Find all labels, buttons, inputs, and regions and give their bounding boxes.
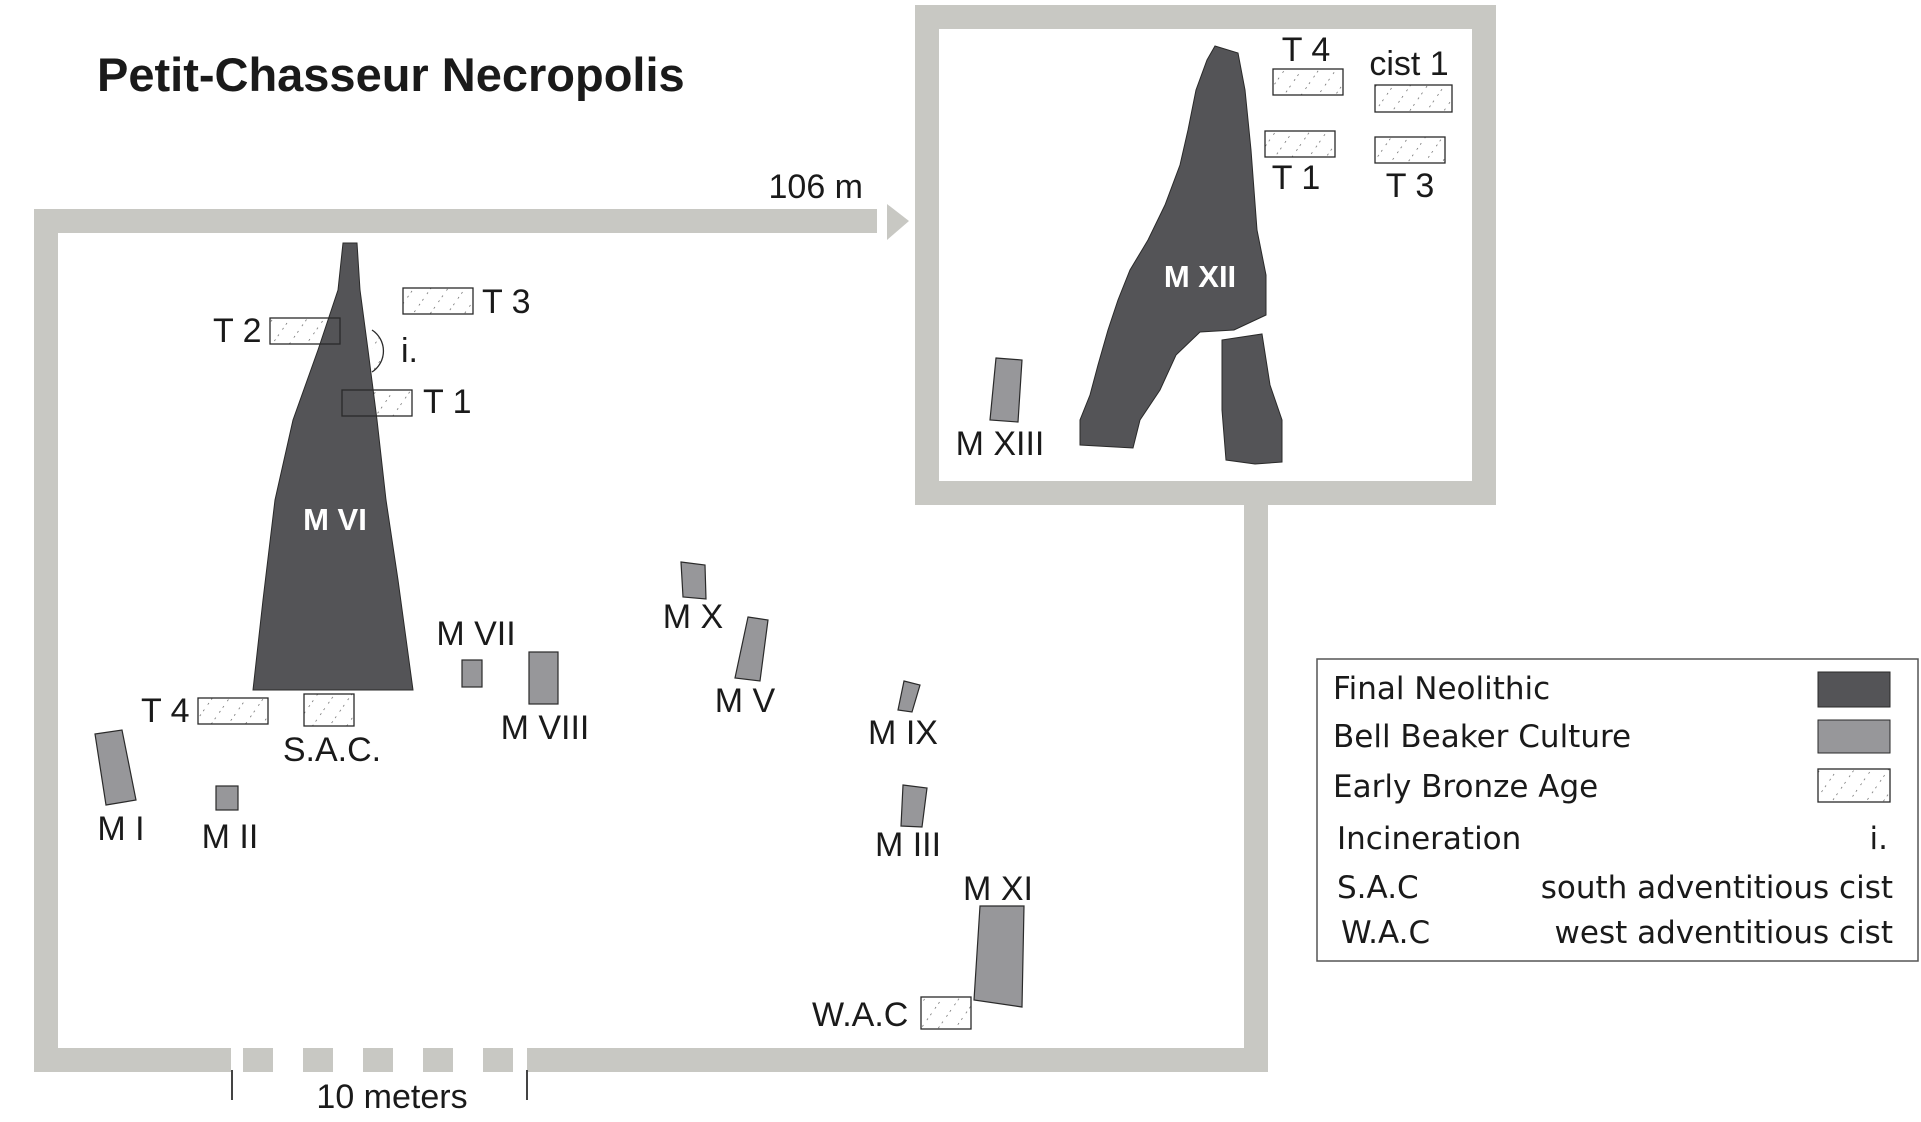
- label-m2: M II: [202, 818, 259, 856]
- legend-swatch-final-neolithic: [1817, 671, 1891, 708]
- inset-label-cist1: cist 1: [1369, 45, 1448, 83]
- label-m3: M III: [875, 826, 941, 864]
- legend-swatch-bell-beaker: [1817, 719, 1891, 754]
- main-site-frame: 10 meters: [34, 209, 1268, 1116]
- label-m13: M XIII: [956, 425, 1045, 463]
- legend-label-early-bronze-age: Early Bronze Age: [1333, 769, 1598, 805]
- label-sac: S.A.C.: [283, 731, 381, 769]
- incineration-area: [371, 329, 385, 373]
- legend-key-sac: south adventitious cist: [1541, 870, 1893, 906]
- cist-wac: [920, 996, 972, 1030]
- inset-cist-t4: [1272, 68, 1344, 96]
- monument-m10: [680, 561, 707, 600]
- monument-m5: [734, 616, 769, 682]
- monument-m6: [252, 242, 414, 691]
- inset-cist-t3: [1374, 136, 1446, 164]
- legend-key-wac: west adventitious cist: [1555, 915, 1893, 951]
- legend-label-incineration: Incineration: [1337, 821, 1521, 857]
- inset-cist-1: [1374, 84, 1453, 113]
- label-m8: M VIII: [501, 709, 590, 747]
- legend-label-bell-beaker: Bell Beaker Culture: [1333, 719, 1631, 755]
- cist-sac: [303, 693, 355, 727]
- monument-m11: [973, 905, 1025, 1008]
- monument-m2: [215, 785, 239, 811]
- label-m7: M VII: [436, 615, 515, 653]
- distance-label: 106 m: [769, 168, 864, 206]
- map-title: Petit-Chasseur Necropolis: [97, 48, 685, 101]
- label-m6: M VI: [303, 502, 367, 537]
- legend-key-incineration: i.: [1870, 821, 1888, 857]
- cist-t4: [197, 697, 269, 725]
- label-m9: M IX: [868, 714, 938, 752]
- scale-label: 10 meters: [316, 1078, 467, 1116]
- monument-m13: [989, 357, 1023, 423]
- distance-arrow-icon: [887, 204, 909, 240]
- label-incineration: i.: [401, 332, 418, 370]
- label-t2: T 2: [213, 312, 262, 350]
- label-t4: T 4: [141, 692, 190, 730]
- label-m10: M X: [663, 598, 723, 636]
- legend-label-sac: S.A.C: [1337, 870, 1419, 906]
- cist-t3: [402, 287, 474, 315]
- legend-box: [1316, 658, 1919, 962]
- inset-label-t3: T 3: [1386, 167, 1435, 205]
- monument-m9: [897, 680, 921, 713]
- monument-m7: [461, 659, 483, 688]
- monument-m1: [94, 729, 137, 806]
- inset-cist-t1: [1264, 130, 1336, 158]
- inset-label-t4: T 4: [1282, 31, 1331, 69]
- inset-label-t1: T 1: [1272, 159, 1321, 197]
- legend: Final Neolithic Bell Beaker Culture Earl…: [1316, 658, 1919, 962]
- monument-m12-second-chamber: [1221, 333, 1283, 465]
- legend-label-final-neolithic: Final Neolithic: [1333, 671, 1550, 707]
- legend-label-wac: W.A.C: [1341, 915, 1430, 951]
- legend-swatch-early-bronze-age: [1817, 768, 1891, 803]
- monument-m8: [528, 651, 559, 705]
- label-m5: M V: [715, 682, 776, 720]
- label-wac: W.A.C: [812, 996, 908, 1034]
- label-m12: M XII: [1164, 259, 1236, 294]
- monument-m12: [1079, 45, 1267, 449]
- label-t3: T 3: [482, 283, 531, 321]
- scale-bar: [231, 1048, 528, 1100]
- cist-t1: [341, 389, 413, 417]
- label-t1: T 1: [423, 383, 472, 421]
- label-m1: M I: [97, 810, 144, 848]
- label-m11: M XI: [963, 870, 1033, 908]
- monument-m3: [900, 784, 928, 828]
- cist-t2: [269, 317, 341, 345]
